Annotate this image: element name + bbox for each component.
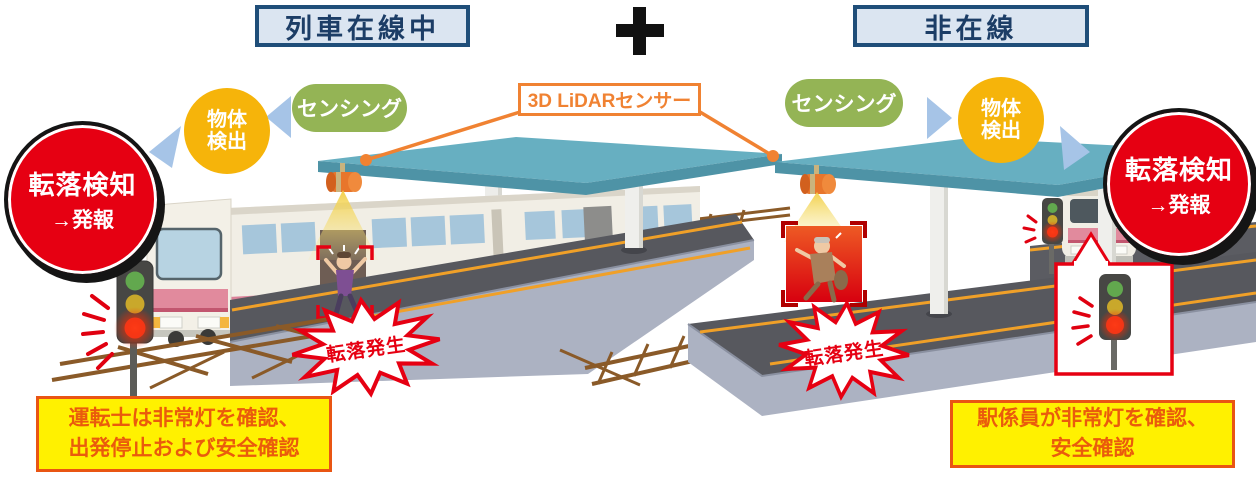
object-detect-line1: 物体 — [207, 108, 247, 131]
scenario-title-train-present: 列車在線中 — [255, 5, 470, 47]
roof-left — [318, 137, 782, 195]
fall-alert-line2: →発報 — [1147, 193, 1211, 217]
object-detect-bubble-right: 物体 検出 — [958, 77, 1044, 163]
fall-alert-badge-right: 転落検知 →発報 — [1103, 108, 1255, 260]
fall-alert-badge-left: 転落検知 →発報 — [4, 121, 161, 278]
caption-line: 出発停止および安全確認 — [68, 437, 300, 460]
sensing-bubble-right: センシング — [785, 79, 903, 127]
arrow-right-icon — [927, 97, 952, 139]
fall-alert-line1: 転落検知 — [1124, 154, 1233, 185]
arrow-left-icon — [266, 96, 291, 138]
fall-zone-right — [781, 221, 867, 307]
fall-alert-line1: 転落検知 — [28, 170, 137, 200]
caption-line: 運転士は非常灯を確認、 — [68, 406, 300, 430]
fallen-person-left — [324, 245, 367, 317]
scenario-title-no-train: 非在線 — [853, 5, 1089, 47]
arrow-down-right-icon — [1060, 126, 1090, 170]
object-detect-line2: 検出 — [981, 120, 1021, 142]
caption-line: 駅係員が非常灯を確認、 — [977, 406, 1208, 430]
lidar-sensor-right-icon — [800, 165, 836, 194]
fall-burst-right — [778, 299, 910, 401]
lidar-sensor-left-icon — [326, 163, 362, 192]
caption-line: 安全確認 — [1050, 437, 1135, 460]
signal-callout — [1054, 231, 1174, 376]
fall-burst-left — [291, 296, 441, 398]
object-detect-line2: 検出 — [207, 131, 247, 153]
roof-pillar-left — [621, 176, 647, 254]
object-detect-bubble-left: 物体 検出 — [184, 88, 270, 174]
emergency-signal-left — [81, 260, 156, 398]
sensing-bubble-left: センシング — [292, 84, 407, 132]
arrow-down-left-icon — [149, 126, 181, 168]
plus-icon — [616, 7, 664, 55]
sensor-beam-left — [308, 190, 378, 260]
driver-action-caption: 運転士は非常灯を確認、 出発停止および安全確認 — [36, 396, 332, 472]
staff-action-caption: 駅係員が非常灯を確認、 安全確認 — [950, 400, 1235, 468]
emergency-signal-right — [1022, 198, 1064, 274]
fallen-person-right — [795, 232, 848, 303]
lidar-connector-lines — [360, 110, 779, 166]
lidar-sensor-label: 3D LiDARセンサー — [518, 83, 701, 116]
flow-arrows — [149, 96, 1090, 170]
fall-alert-line2: →発報 — [51, 209, 114, 232]
object-detect-line1: 物体 — [981, 97, 1021, 120]
